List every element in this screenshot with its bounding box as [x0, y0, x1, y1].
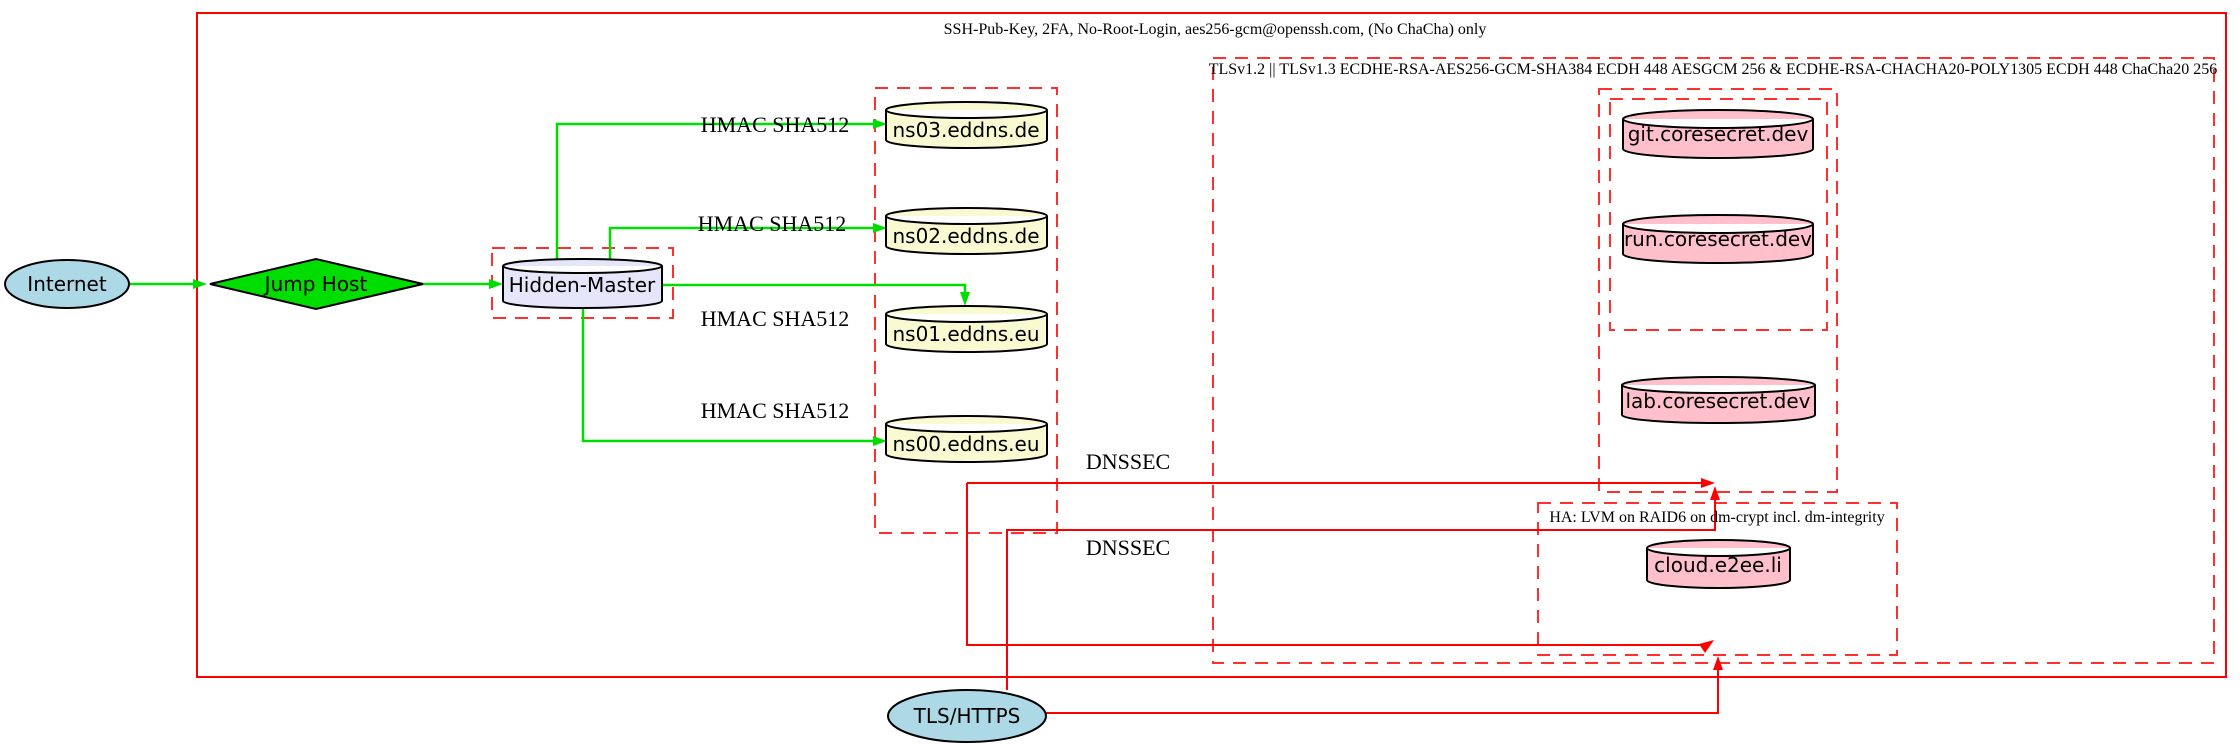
arrowhead-ns01 — [960, 292, 970, 306]
edge-label-hmac-ns00: HMAC SHA512 — [700, 398, 850, 423]
arrowhead-ns02 — [873, 223, 887, 233]
edge-tls-coresecret — [1006, 500, 1716, 690]
node-label-ns01: ns01.eddns.eu — [892, 322, 1040, 346]
node-lab-shape — [1621, 376, 1816, 424]
red-edges — [966, 482, 1719, 714]
node-ns03-shape — [885, 101, 1048, 149]
node-label-tls-https: TLS/HTTPS — [913, 704, 1021, 728]
cluster-ssh-title: SSH-Pub-Key, 2FA, No-Root-Login, aes256-… — [943, 21, 1487, 38]
node-run-shape — [1622, 214, 1814, 264]
node-ns01-shape — [885, 305, 1048, 353]
node-label-ns02: ns02.eddns.de — [892, 224, 1040, 248]
arrowhead-ns00 — [873, 436, 887, 446]
edge-label-dnssec-1: DNSSEC — [1085, 449, 1171, 474]
edge-label-hmac-ns03: HMAC SHA512 — [700, 112, 850, 137]
arrowhead-hiddenmaster — [489, 279, 503, 289]
cluster-ha-title: HA: LVM on RAID6 on dm-crypt incl. dm-in… — [1549, 509, 1885, 526]
edge-label-hmac-ns01: HMAC SHA512 — [700, 306, 850, 331]
edge-hiddenmaster-ns02 — [608, 226, 873, 261]
node-jumphost-shape — [209, 257, 424, 311]
edge-hiddenmaster-ns03 — [555, 122, 873, 261]
node-hiddenmaster-shape — [502, 258, 663, 309]
arrowhead-tls-ha — [1713, 656, 1723, 670]
cluster-coresecret-border — [1598, 88, 1838, 493]
node-label-lab: lab.coresecret.dev — [1625, 389, 1811, 413]
edge-hiddenmaster-ns00 — [581, 307, 873, 443]
node-ns02-shape — [885, 207, 1048, 255]
node-cloud-shape — [1646, 539, 1791, 589]
cluster-ha-border — [1537, 502, 1898, 656]
edge-tls-ha — [1046, 670, 1719, 714]
node-ns00-shape — [885, 415, 1048, 463]
red-arrowheads — [1699, 478, 1723, 670]
node-label-internet: Internet — [27, 272, 107, 296]
node-label-ns03: ns03.eddns.de — [892, 118, 1040, 142]
arrowhead-tls-coresecret — [1710, 486, 1720, 500]
green-arrowheads — [193, 119, 970, 446]
edge-label-dnssec-2: DNSSEC — [1085, 535, 1171, 560]
cluster-eddns-border — [874, 87, 1058, 534]
node-git-shape — [1622, 109, 1814, 159]
arrowhead-ns03 — [873, 119, 887, 129]
green-edges — [130, 122, 967, 443]
node-label-git: git.coresecret.dev — [1627, 122, 1809, 146]
edge-hiddenmaster-ns01 — [662, 283, 967, 293]
cluster-tls-border — [1212, 57, 2215, 664]
node-internet-shape — [4, 259, 130, 309]
node-tlshttps-shape — [887, 689, 1047, 743]
node-label-cloud: cloud.e2ee.li — [1654, 553, 1782, 577]
cluster-ssh-border — [196, 12, 2227, 678]
edge-label-hmac-ns02: HMAC SHA512 — [697, 211, 847, 236]
cluster-gitrun-border — [1609, 98, 1828, 331]
node-label-hidden-master: Hidden-Master — [508, 273, 656, 297]
node-label-jump-host: Jump Host — [264, 272, 368, 296]
cluster-tls-title: TLSv1.2 || TLSv1.3 ECDHE-RSA-AES256-GCM-… — [1208, 61, 2218, 78]
edge-dnssec-ha — [966, 483, 1701, 646]
arrowhead-jumphost — [193, 279, 207, 289]
node-label-run: run.coresecret.dev — [1623, 227, 1813, 251]
node-label-ns00: ns00.eddns.eu — [892, 432, 1040, 456]
arrowhead-dnssec-ha — [1699, 640, 1714, 653]
arrowhead-dnssec-coresecret — [1701, 478, 1715, 488]
